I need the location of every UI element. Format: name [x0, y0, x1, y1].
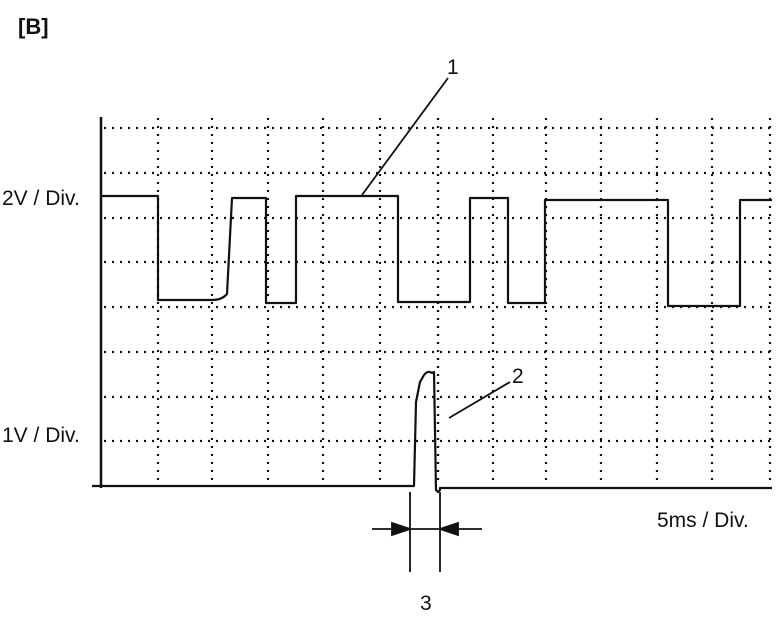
dimension-arrow-left	[391, 521, 413, 537]
callout-1-leader	[361, 77, 449, 196]
callout-2-leader	[448, 381, 511, 419]
time-scale-label: 5ms / Div.	[657, 509, 749, 532]
channel-2-scale-label: 1V / Div.	[2, 424, 80, 447]
dimension-arrow-right	[437, 521, 459, 537]
callout-2-number: 2	[512, 365, 524, 388]
callout-1-number: 1	[447, 56, 459, 79]
channel-1-scale-label: 2V / Div.	[2, 187, 80, 210]
figure-label: [B]	[18, 14, 49, 39]
channel-1-trace	[101, 194, 772, 308]
channel-2-trace	[92, 370, 772, 494]
pulse-width-dimension	[372, 492, 482, 572]
callout-3-number: 3	[420, 592, 432, 615]
